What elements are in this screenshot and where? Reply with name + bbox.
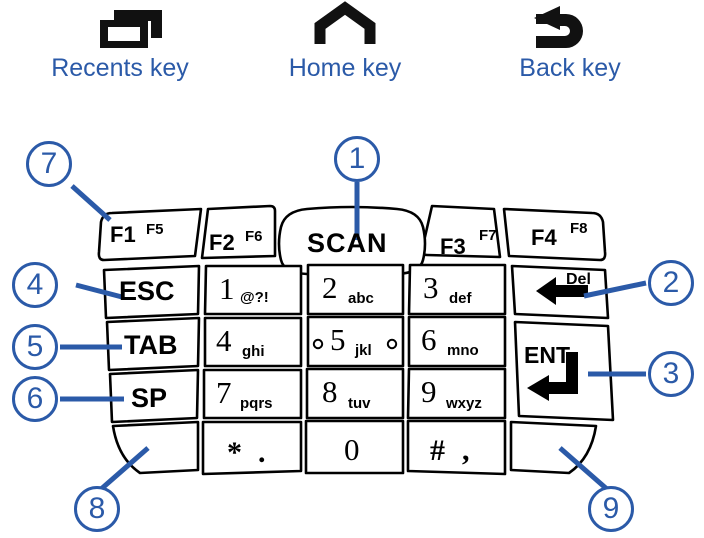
key-2-label: 2 xyxy=(322,270,338,305)
leader-9 xyxy=(558,446,610,492)
key-hash-alt-label: , xyxy=(462,434,470,467)
key-6-label: 6 xyxy=(421,322,437,357)
key-tab-outline[interactable] xyxy=(105,316,201,372)
key-6-outline[interactable] xyxy=(407,315,507,368)
key-9-alt-label: wxyz xyxy=(446,395,482,412)
key-4-label: 4 xyxy=(216,323,232,358)
key-7-label: 7 xyxy=(216,375,232,410)
key-0-outline[interactable] xyxy=(304,419,405,475)
callout-6[interactable]: 6 xyxy=(12,376,58,422)
key-0-label: 0 xyxy=(344,432,360,467)
key-hash-label: # xyxy=(430,434,445,467)
key-star-outline[interactable] xyxy=(201,420,303,476)
callout-5[interactable]: 5 xyxy=(12,324,58,370)
key-3-alt-label: def xyxy=(449,290,472,307)
key-f2-outline[interactable] xyxy=(200,204,277,260)
key-9-label: 9 xyxy=(421,374,437,409)
key-f1-label: F1 xyxy=(110,222,136,247)
key-1-label: 1 xyxy=(219,271,235,306)
key-5-outline[interactable] xyxy=(306,315,405,368)
key-enter-outline[interactable] xyxy=(513,320,615,422)
key5-nub-icons xyxy=(312,338,398,350)
home-icon xyxy=(314,1,376,44)
key-f4-outline[interactable] xyxy=(502,207,607,262)
callout-2[interactable]: 2 xyxy=(648,260,694,306)
key-enter-label: ENT xyxy=(524,342,570,368)
key-3-label: 3 xyxy=(423,270,439,305)
key-3-outline[interactable] xyxy=(407,263,507,316)
key-8-alt-label: tuv xyxy=(348,395,371,412)
back-icon xyxy=(534,6,583,48)
key-f3-label: F3 xyxy=(440,234,466,259)
leader-7 xyxy=(70,184,112,222)
key-5-label: 5 xyxy=(330,322,346,357)
callout-1[interactable]: 1 xyxy=(334,136,380,182)
key-f2-alt-label: F6 xyxy=(245,228,263,245)
key-8-outline[interactable] xyxy=(305,367,405,420)
recents-icon xyxy=(100,10,162,48)
key-tab-label: TAB xyxy=(124,330,178,360)
leader-4 xyxy=(75,282,123,300)
key-8-label: 8 xyxy=(322,374,338,409)
key-esc-label: ESC xyxy=(119,276,175,306)
key-sp-label: SP xyxy=(131,383,168,413)
key-esc-outline[interactable] xyxy=(102,264,201,320)
key-2-alt-label: abc xyxy=(348,290,374,307)
key-f4-alt-label: F8 xyxy=(570,220,588,237)
enter-arrow-icon xyxy=(527,352,578,401)
callout-leader-lines xyxy=(60,182,647,492)
key-1-outline[interactable] xyxy=(203,264,303,316)
key-7-alt-label: pqrs xyxy=(240,395,273,412)
key-7-outline[interactable] xyxy=(202,368,303,420)
key-f1-alt-label: F5 xyxy=(146,221,164,238)
nav-label-back: Back key xyxy=(519,54,621,82)
callout-9[interactable]: 9 xyxy=(588,486,634,532)
nav-label-recents: Recents key xyxy=(51,54,189,82)
key-hash-outline[interactable] xyxy=(406,419,507,476)
key-1-alt-label: @?! xyxy=(240,289,269,306)
key-9-outline[interactable] xyxy=(406,367,507,420)
key-6-alt-label: mno xyxy=(447,342,479,359)
key-backspace-alt-label: Del xyxy=(566,271,591,288)
key-star-alt-label: . xyxy=(258,436,266,469)
key-4-alt-label: ghi xyxy=(242,343,265,360)
key-sp-outline[interactable] xyxy=(108,368,200,424)
key-f3-alt-label: F7 xyxy=(479,227,497,244)
backspace-arrow-icon xyxy=(536,277,588,305)
leader-2 xyxy=(583,280,647,299)
key-f2-label: F2 xyxy=(209,230,235,255)
nav-label-home: Home key xyxy=(288,54,402,82)
callout-7[interactable]: 7 xyxy=(26,141,72,187)
key-f4-label: F4 xyxy=(531,225,557,250)
key-5-alt-label: jkl xyxy=(355,342,372,359)
key-4-outline[interactable] xyxy=(203,316,303,368)
callout-4[interactable]: 4 xyxy=(12,262,58,308)
leader-8 xyxy=(98,446,150,492)
callout-3[interactable]: 3 xyxy=(648,351,694,397)
callout-8[interactable]: 8 xyxy=(74,486,120,532)
key-scan-label: SCAN xyxy=(307,228,388,258)
key-star-label: * xyxy=(227,436,242,469)
key-2-outline[interactable] xyxy=(306,263,405,316)
